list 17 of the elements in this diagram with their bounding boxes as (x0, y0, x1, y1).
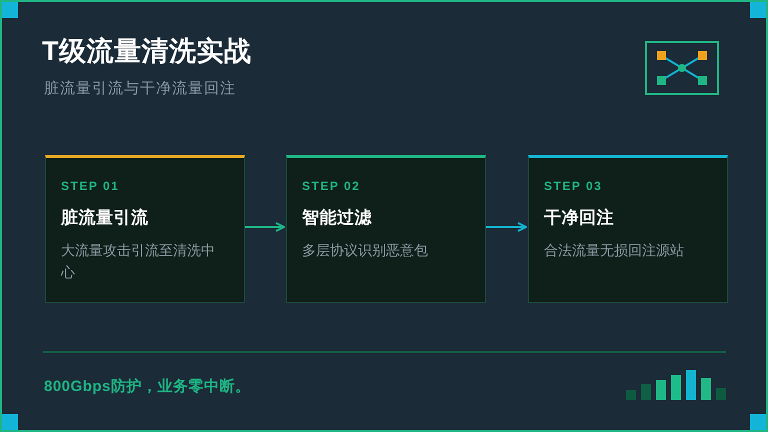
tagline: 800Gbps防护，业务零中断。 (44, 377, 250, 397)
title: T级流量清洗实战 (42, 35, 252, 68)
step-description: 多层协议识别恶意包 (302, 241, 428, 260)
step-title: 干净回注 (544, 207, 614, 229)
arrow (243, 222, 285, 232)
step-label: STEP 01 (61, 178, 120, 194)
step-description: 合法流量无损回注源站 (544, 241, 684, 260)
step-title: 脏流量引流 (61, 207, 148, 229)
step-card (528, 155, 728, 303)
step-label: STEP 02 (302, 178, 360, 194)
step-card (45, 155, 245, 303)
step-label: STEP 03 (544, 178, 602, 194)
arrow (484, 222, 527, 232)
step-description: 大流量攻击引流至清洗中心 (61, 241, 216, 282)
step-card (286, 155, 486, 303)
subtitle: 脏流量引流与干净流量回注 (44, 79, 236, 99)
step-title: 智能过滤 (302, 207, 372, 229)
